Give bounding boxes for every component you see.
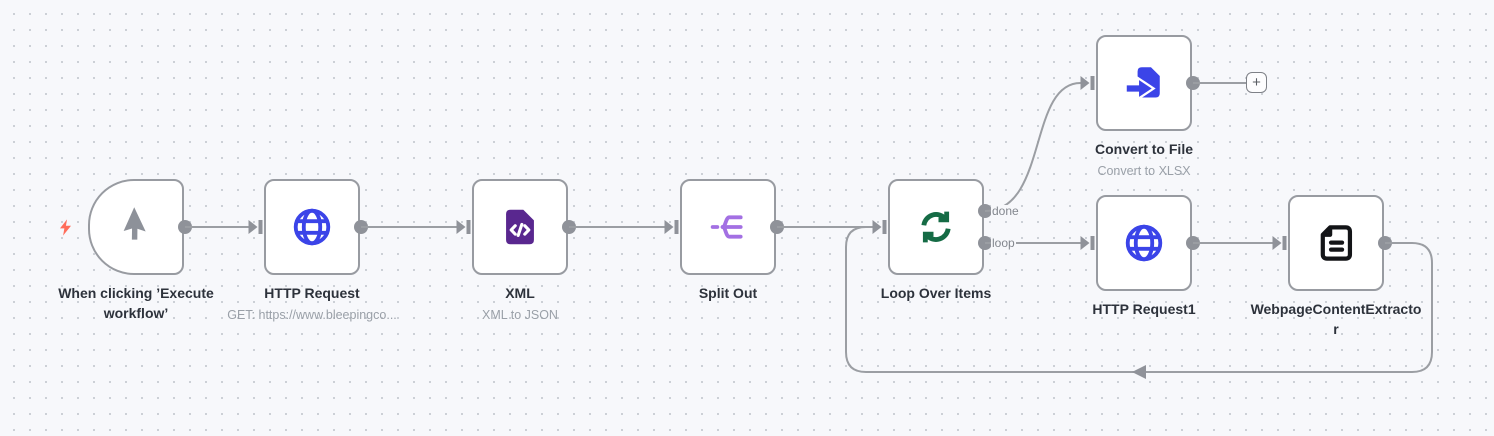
connection-convert-to-file-to-add[interactable] [1186, 76, 1246, 90]
node-subtitle: GET: https://www.bleepingco... [227, 308, 397, 323]
node-label-split-out: Split Out [628, 283, 828, 303]
node-title: XML [505, 285, 535, 301]
node-convert-to-file[interactable] [1096, 35, 1192, 131]
cursor-icon [116, 207, 156, 247]
node-title: Convert to File [1094, 141, 1193, 157]
file-import-icon [1122, 61, 1166, 105]
document-icon [1314, 221, 1358, 265]
node-title: WebpageContentExtractor [1250, 301, 1422, 338]
connection-split-out-to-loop[interactable] [770, 220, 887, 234]
connection-http-request-to-xml[interactable] [354, 220, 471, 234]
port-label-done: done [991, 203, 1020, 218]
node-label-http-request1: HTTP Request1 [1044, 299, 1244, 319]
node-title: When clicking ’Execute workflow’ [58, 285, 214, 322]
node-subtitle: Convert to XLSX [1097, 164, 1191, 179]
globe-icon [1123, 222, 1165, 264]
node-label-convert-to-file: Convert to File Convert to XLSX [1044, 139, 1244, 180]
node-label-webpage-content-extractor: WebpageContentExtractor [1248, 299, 1424, 340]
node-title: Split Out [698, 285, 758, 301]
connection-http-request1-to-webpage-extractor[interactable] [1186, 236, 1287, 250]
split-icon [708, 207, 748, 247]
node-label-loop-over-items: Loop Over Items [836, 283, 1036, 303]
connection-xml-to-split-out[interactable] [562, 220, 679, 234]
node-title: Loop Over Items [880, 285, 992, 301]
node-http-request[interactable] [264, 179, 360, 275]
node-loop-over-items[interactable] [888, 179, 984, 275]
node-http-request1[interactable] [1096, 195, 1192, 291]
node-label-xml: XML XML to JSON [420, 283, 620, 324]
loop-icon [916, 207, 956, 247]
node-manual-trigger[interactable] [88, 179, 184, 275]
node-subtitle: XML to JSON [482, 308, 558, 323]
node-label-manual-trigger: When clicking ’Execute workflow’ [36, 283, 236, 324]
xml-file-icon [498, 205, 542, 249]
node-title: HTTP Request [264, 285, 360, 301]
add-node-button[interactable]: + [1246, 72, 1267, 93]
node-webpage-content-extractor[interactable] [1288, 195, 1384, 291]
port-label-loop: loop [991, 235, 1016, 250]
connection-trigger-to-http-request[interactable] [178, 220, 263, 234]
node-title: HTTP Request1 [1092, 301, 1196, 317]
node-label-http-request: HTTP Request GET: https://www.bleepingco… [212, 283, 412, 324]
lightning-bolt-icon [57, 218, 74, 242]
node-xml[interactable] [472, 179, 568, 275]
globe-icon [291, 206, 333, 248]
node-split-out[interactable] [680, 179, 776, 275]
